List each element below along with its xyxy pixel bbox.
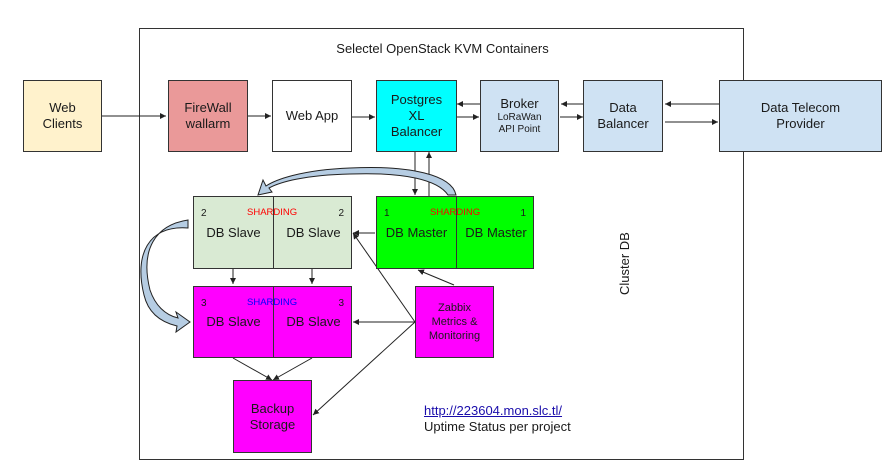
firewall-node: FireWall wallarm	[168, 80, 248, 152]
shard-number-right: 3	[338, 298, 344, 309]
zabbix-line2: Metrics &	[431, 316, 478, 328]
backup-storage-node: Backup Storage	[233, 380, 312, 453]
container-title: Selectel OpenStack KVM Containers	[336, 41, 549, 56]
uptime-status-text: Uptime Status per project	[424, 419, 571, 434]
firewall-line2: wallarm	[185, 116, 231, 131]
openstack-container: Selectel OpenStack KVM Containers	[139, 28, 744, 460]
db-slave-group-2: 2 2 SHARDING DB Slave DB Slave	[193, 196, 352, 269]
postgres-balancer-node: Postgres XL Balancer	[376, 80, 457, 152]
divider	[273, 197, 274, 268]
data-balancer-node: Data Balancer	[583, 80, 663, 152]
cluster-db-label: Cluster DB	[617, 232, 632, 295]
broker-sub2: API Point	[498, 124, 541, 135]
shard-number-right: 1	[520, 208, 526, 219]
broker-title: Broker	[500, 96, 539, 111]
shard-number-right: 2	[338, 208, 344, 219]
backup-line2: Storage	[249, 416, 296, 432]
db-slave-left: DB Slave	[206, 224, 261, 240]
db-slave-group-3: 3 3 SHARDING DB Slave DB Slave	[193, 286, 352, 358]
web-clients-node: Web Clients	[23, 80, 102, 152]
sharding-label: SHARDING	[430, 207, 481, 218]
web-clients-line2: Clients	[42, 116, 83, 131]
divider	[456, 197, 457, 268]
zabbix-line3: Monitoring	[428, 330, 481, 342]
firewall-line1: FireWall	[184, 100, 232, 115]
backup-line1: Backup	[250, 400, 295, 416]
db-slave-right: DB Slave	[286, 314, 341, 329]
divider	[273, 287, 274, 357]
broker-sub1: LoRaWan	[497, 112, 542, 123]
postgres-line1: Postgres	[390, 92, 443, 107]
postgres-line2: XL	[408, 108, 425, 123]
broker-node: Broker LoRaWan API Point	[480, 80, 559, 152]
web-clients-line1: Web	[49, 100, 76, 115]
telecom-line2: Provider	[776, 116, 825, 131]
data-balancer-line1: Data	[609, 100, 637, 115]
db-master-left: DB Master	[385, 224, 448, 240]
shard-number-left: 1	[384, 208, 390, 219]
telecom-line1: Data Telecom	[760, 100, 841, 115]
db-master-group-1: 1 1 SHARDING DB Master DB Master	[376, 196, 534, 269]
monitoring-link[interactable]: http://223604.mon.slc.tl/	[424, 403, 563, 418]
sharding-label: SHARDING	[247, 207, 298, 218]
db-slave-right: DB Slave	[286, 224, 341, 240]
shard-number-left: 3	[201, 298, 207, 309]
data-telecom-provider-node: Data Telecom Provider	[719, 80, 882, 152]
zabbix-line1: Zabbix	[437, 302, 472, 314]
zabbix-monitoring-node: Zabbix Metrics & Monitoring	[415, 286, 494, 358]
web-app-label: Web App	[285, 108, 339, 123]
web-app-node: Web App	[272, 80, 352, 152]
shard-number-left: 2	[201, 208, 207, 219]
data-balancer-line2: Balancer	[597, 116, 649, 131]
sharding-label: SHARDING	[247, 297, 298, 308]
postgres-line3: Balancer	[390, 124, 443, 139]
db-master-right: DB Master	[465, 224, 527, 240]
db-slave-left: DB Slave	[206, 314, 261, 329]
